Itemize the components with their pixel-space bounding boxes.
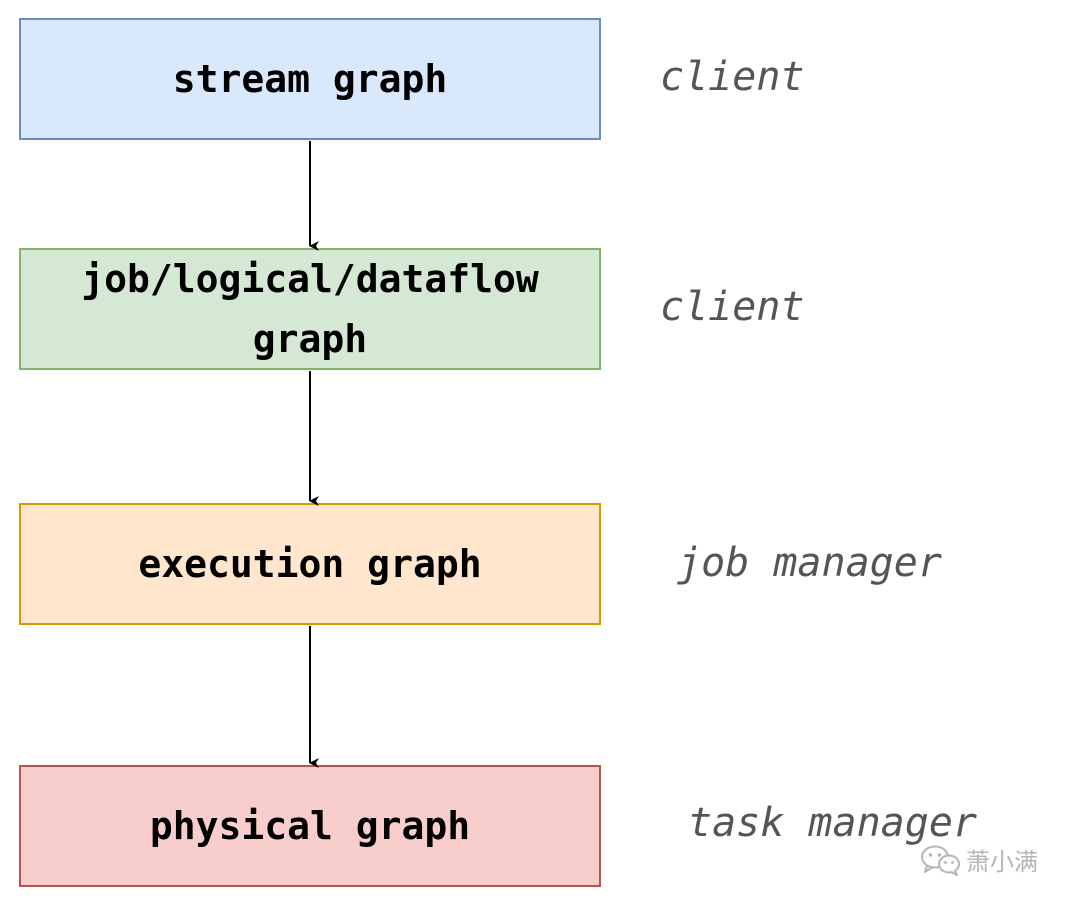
- location-label: client: [660, 54, 805, 100]
- wechat-icon: [921, 845, 960, 876]
- node-label: physical graph: [149, 804, 471, 848]
- location-label: client: [660, 284, 805, 330]
- location-label: job manager: [677, 540, 942, 586]
- node-stream-graph: stream graph: [19, 18, 601, 140]
- watermark: 萧小满: [920, 842, 1038, 877]
- node-label: job/logical/dataflow graph: [81, 257, 539, 361]
- node-physical-graph: physical graph: [19, 765, 601, 887]
- watermark-text: 萧小满: [966, 848, 1038, 876]
- location-label: task manager: [688, 800, 977, 846]
- node-label: stream graph: [172, 57, 448, 101]
- node-execution-graph: execution graph: [19, 503, 601, 625]
- node-label: execution graph: [138, 542, 482, 586]
